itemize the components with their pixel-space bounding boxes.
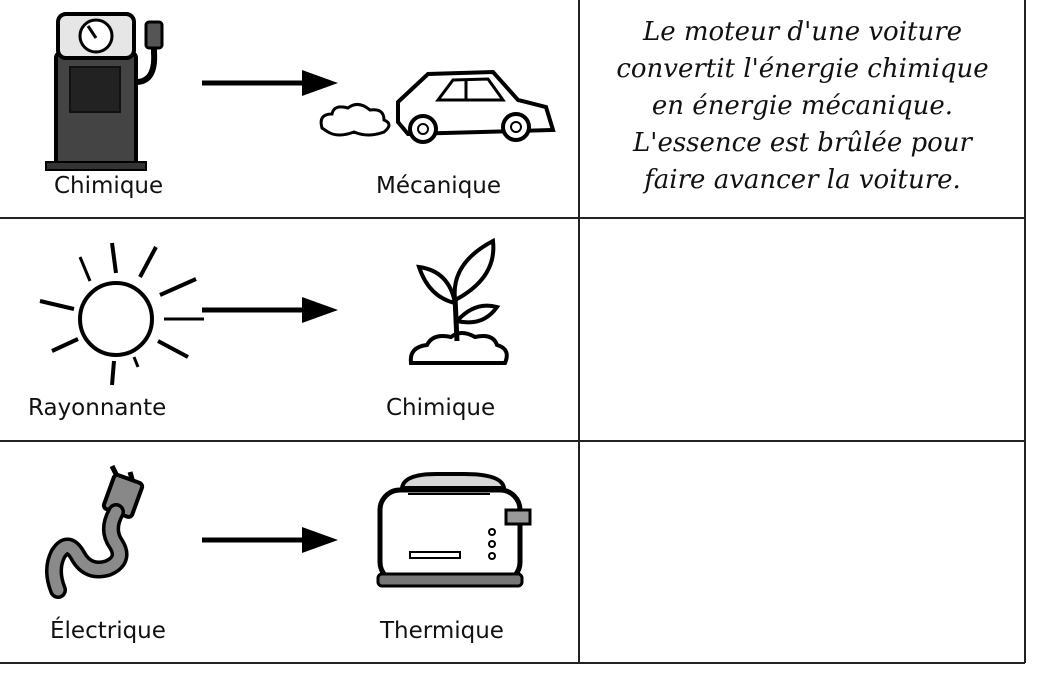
arrow-icon [202, 297, 338, 323]
car-icon [319, 69, 556, 144]
gas-pump-icon [45, 12, 164, 171]
explanation-text: Le moteur d'une voiture convertit l'éner… [580, 14, 1025, 199]
explanation-line: convertit l'énergie chimique [616, 54, 989, 84]
energy-source-label: Électrique [50, 618, 166, 644]
plug-icon [45, 464, 145, 599]
conversion-cell: Électrique Thermique [0, 442, 578, 663]
table-row: Électrique Thermique [0, 442, 1041, 663]
energy-source-label: Rayonnante [28, 395, 167, 421]
explanation-cell [580, 219, 1025, 441]
table-row: Rayonnante Chimique [0, 219, 1041, 441]
energy-source-label: Chimique [54, 173, 164, 199]
conversion-cell: Rayonnante Chimique [0, 219, 578, 441]
toaster-icon [376, 472, 532, 588]
explanation-line: L'essence est brûlée pour [633, 128, 972, 158]
conversion-cell: Chimique Mécanique [0, 0, 578, 218]
plant-icon [408, 237, 509, 365]
energy-target-label: Thermique [380, 618, 504, 644]
energy-target-label: Chimique [386, 395, 496, 421]
explanation-line: Le moteur d'une voiture [642, 17, 963, 47]
explanation-cell: Le moteur d'une voiture convertit l'éner… [580, 0, 1025, 218]
explanation-line: faire avancer la voiture. [644, 165, 961, 195]
energy-target-label: Mécanique [376, 173, 502, 199]
arrow-icon [202, 527, 338, 553]
explanation-line: en énergie mécanique. [651, 91, 954, 121]
sun-icon [39, 242, 204, 386]
arrow-icon [202, 70, 338, 96]
table-row: Chimique Mécanique Le moteur d'une voitu… [0, 0, 1041, 218]
explanation-cell [580, 442, 1025, 663]
